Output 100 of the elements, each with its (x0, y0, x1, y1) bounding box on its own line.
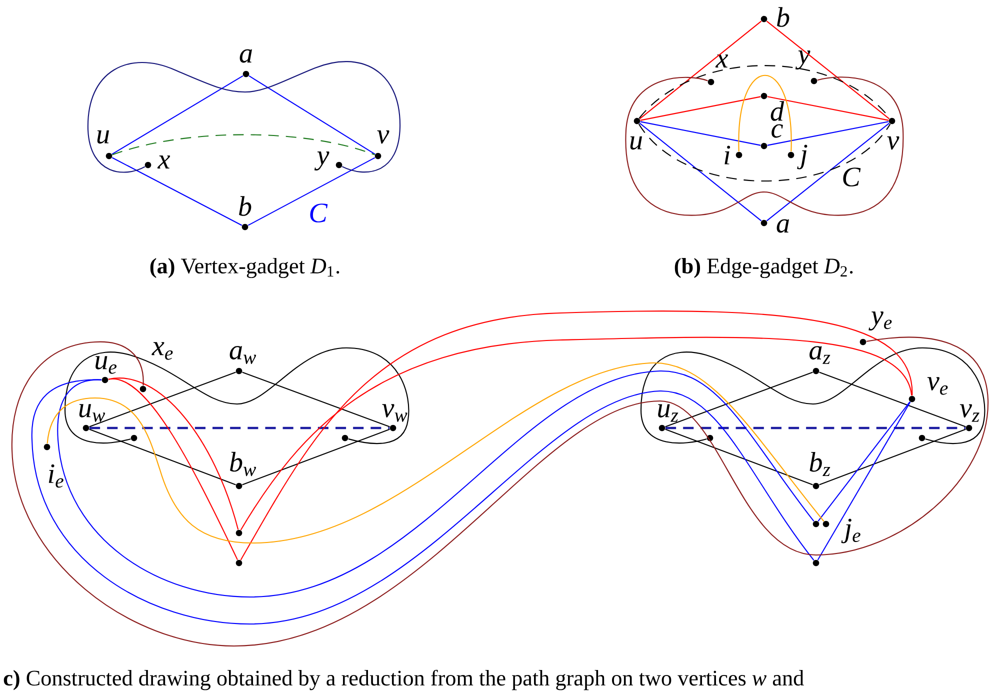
vertex: b (760, 7, 790, 27)
node-label: v$_{z}$ (960, 404, 980, 422)
node-label: v$_{e}$ (927, 377, 948, 395)
edge-line (11, 336, 989, 647)
vertex: a$_{z}$ (810, 346, 830, 374)
node-label: i$_{e}$ (48, 464, 64, 488)
edge-line (31, 379, 814, 625)
node-label: d (770, 101, 784, 121)
vertex: v$_{w}$ (382, 404, 408, 432)
vertex: a (240, 49, 252, 78)
edge-line (639, 122, 762, 222)
vertex: a (760, 219, 789, 233)
node-label: u (97, 130, 110, 144)
edge-line (248, 157, 376, 226)
edge-line (112, 134, 375, 156)
node-label: y (314, 152, 330, 170)
vertex: v$_{e}$ (908, 377, 948, 402)
vertex: a$_{w}$ (230, 346, 256, 374)
edge-line (112, 75, 244, 155)
node-label: v$_{w}$ (382, 404, 408, 422)
vertex: i (724, 146, 742, 164)
edge-line (240, 336, 912, 530)
vertex: j (788, 144, 808, 170)
edge-line (64, 347, 410, 444)
edge-line (817, 402, 911, 560)
node-label: a$_{z}$ (810, 346, 830, 364)
vertex: u$_{e}$ (96, 356, 117, 384)
node-label: j (797, 144, 808, 170)
node-label: u$_{e}$ (96, 356, 117, 374)
node-label: u (630, 136, 642, 150)
node-label: v (377, 130, 390, 144)
cycle-label: C (310, 204, 328, 222)
vertex: v$_{z}$ (960, 404, 980, 432)
vertex: v (887, 118, 900, 150)
node-label: b$_{z}$ (810, 452, 830, 476)
node-label: y$_{e}$ (868, 312, 892, 330)
node-label: c (772, 124, 783, 138)
caption: (a) Vertex-gadget D$_{1}$. (150, 258, 340, 278)
node-label: a (776, 219, 789, 233)
node-label: a (240, 49, 252, 63)
vertex: u$_{z}$ (658, 404, 678, 432)
edge-line (242, 428, 390, 486)
vertex: b$_{w}$ (230, 452, 256, 490)
edge-line (639, 20, 762, 120)
edge-line (248, 75, 376, 155)
edge-line (665, 428, 813, 486)
node-label: x (715, 54, 728, 68)
vertex: x$_{e}$ (140, 342, 173, 392)
edge-line (819, 428, 966, 486)
vertex: y (795, 50, 818, 84)
edge-line (108, 378, 238, 560)
node-label: x (157, 156, 170, 168)
vertex: b$_{z}$ (810, 452, 830, 490)
node-label: i (724, 146, 730, 164)
edge-line (625, 76, 904, 216)
node-label: u$_{w}$ (79, 404, 106, 422)
node-label: b (777, 7, 790, 27)
node-label: a$_{w}$ (230, 346, 256, 364)
edge-line (89, 428, 236, 486)
edge-line (665, 372, 813, 428)
vertex: u (97, 130, 112, 160)
node-label: j$_{e}$ (841, 518, 860, 544)
edge-line (818, 401, 910, 522)
edge-line (90, 426, 390, 430)
vertex: b (239, 196, 252, 230)
caption: (b) Edge-gadget D$_{2}$. (674, 258, 853, 278)
vertex: c (760, 124, 783, 150)
edge-line (640, 96, 761, 121)
edge-line (638, 124, 891, 182)
edge-line (767, 96, 889, 121)
edge-line (766, 20, 890, 120)
node-label: u$_{z}$ (658, 404, 678, 422)
edge-line (738, 75, 792, 152)
vertex: x (144, 156, 170, 168)
edge-line (46, 362, 824, 544)
node-label: b (239, 196, 252, 216)
edge-line (87, 61, 401, 173)
vertex: y$_{e}$ (860, 312, 892, 346)
caption: c) Constructed drawing obtained by a reduction from the path graph on two vertices w and (4, 670, 804, 690)
node-label: x$_{e}$ (152, 342, 173, 360)
vertex: u (630, 118, 642, 150)
node-label: b$_{w}$ (230, 452, 256, 476)
edge-line (767, 121, 889, 146)
edge-line (766, 122, 890, 222)
edge-line (240, 310, 913, 560)
edge-line (640, 347, 986, 444)
vertex: d (760, 92, 784, 121)
vertex: i$_{e}$ (44, 444, 64, 488)
edge-line (819, 372, 966, 428)
vertex: j$_{e}$ (822, 518, 860, 544)
vertex: v (374, 130, 390, 160)
edge-line (242, 372, 390, 428)
cycle-label: C (843, 168, 861, 186)
edge-line (57, 370, 814, 598)
edge-line (112, 157, 242, 226)
edge-line (640, 121, 761, 146)
vertex: u$_{w}$ (79, 404, 105, 432)
node-label: y (795, 50, 810, 70)
vertex: y (314, 152, 342, 170)
edge-line (89, 372, 236, 428)
